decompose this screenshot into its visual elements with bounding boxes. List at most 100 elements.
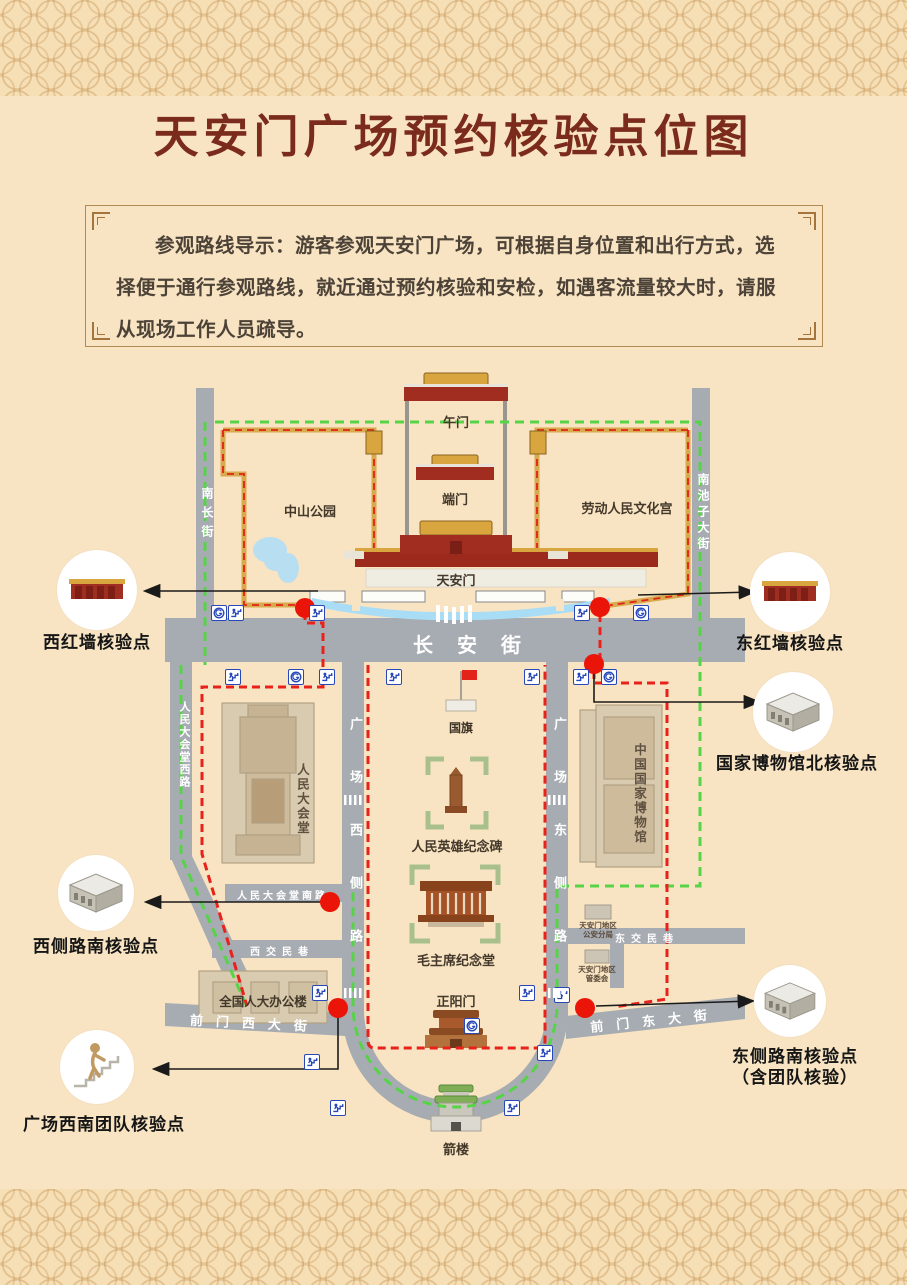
street-label-square-west-rd: 广场西侧路 <box>348 717 363 982</box>
corner-ornament <box>798 212 816 230</box>
checkpoint-label-east-wall: 东红墙核验点 <box>736 634 844 653</box>
underpass-stairs-icon <box>333 1103 344 1113</box>
street-label-great-hall-south-rd: 人民大会堂南路 <box>237 891 328 902</box>
subway-logo-icon <box>464 1018 480 1034</box>
checkpoint-dot <box>320 892 340 912</box>
street-label-great-hall-west-rd: 人民大会堂西路 <box>178 701 190 789</box>
subway-logo-icon <box>288 669 304 685</box>
place-label-zhengyangmen: 正阳门 <box>436 994 476 1009</box>
place-label-zhongshan-park: 中山公园 <box>283 504 337 519</box>
place-label-flag: 国旗 <box>448 721 474 735</box>
checkpoint-icon-team-sw <box>60 1030 134 1104</box>
intro-text: 参观路线导示：游客参观天安门广场，可根据自身位置和出行方式，选择便于通行参观路线… <box>116 235 777 341</box>
intro-box: 参观路线导示：游客参观天安门广场，可根据自身位置和出行方式，选择便于通行参观路线… <box>85 205 823 347</box>
checkpoint-building-icon <box>765 692 821 732</box>
underpass-stairs-icon <box>527 672 538 682</box>
underpass-stairs-icon <box>576 672 587 682</box>
place-label-great-hall: 人民大会堂 <box>295 763 309 836</box>
underpass-stairs-icon <box>312 985 328 1001</box>
corner-ornament <box>92 212 110 230</box>
underpass-stairs-icon <box>524 669 540 685</box>
underpass-stairs-icon <box>519 985 535 1001</box>
corner-ornament <box>92 322 110 340</box>
checkpoint-label-team-sw: 广场西南团队核验点 <box>23 1115 185 1134</box>
corner-ornament <box>798 322 816 340</box>
place-label-admin-committee: 天安门地区 管委会 <box>574 965 620 983</box>
underpass-stairs-icon <box>504 1100 520 1116</box>
cloud-pattern-top <box>0 0 907 96</box>
place-label-npc-office: 全国人大办公楼 <box>219 995 307 1009</box>
admin-committee-building <box>584 949 610 964</box>
checkpoint-label-museum-north: 国家博物馆北核验点 <box>716 754 878 773</box>
street-label-square-east-rd: 广场东侧路 <box>552 717 567 982</box>
crosswalk <box>548 988 566 998</box>
checkpoint-dot <box>328 998 348 1018</box>
subway-logo-icon <box>211 605 227 621</box>
underpass-stairs-icon <box>540 1048 551 1058</box>
subway-logo-icon <box>466 1020 478 1032</box>
underpass-stairs-icon <box>386 669 402 685</box>
jianlou-tower <box>430 1084 482 1132</box>
admin-committee-line2: 管委会 <box>585 974 609 983</box>
team-stairs-icon <box>74 1043 120 1088</box>
red-wall-icon <box>762 581 818 601</box>
admin-committee-line1: 天安门地区 <box>578 965 616 974</box>
heroes-monument <box>425 756 489 830</box>
subway-logo-icon <box>635 607 647 619</box>
checkpoint-label-east-south-2: （含团队核验） <box>732 1068 858 1087</box>
route-green-dashed <box>179 420 702 1109</box>
place-label-duanmen: 端门 <box>441 492 469 507</box>
checkpoint-icon-west-wall <box>57 550 137 630</box>
underpass-stairs-icon <box>231 608 242 618</box>
underpass-stairs-icon <box>312 608 323 618</box>
subway-logo-icon <box>213 607 225 619</box>
underpass-stairs-icon <box>309 605 325 621</box>
place-label-monument: 人民英雄纪念碑 <box>411 839 503 854</box>
tiananmen-gate <box>344 520 658 588</box>
place-label-wumen: 午门 <box>442 415 470 430</box>
park-walls-red-dash <box>222 429 689 607</box>
underpass-stairs-icon <box>228 605 244 621</box>
crosswalk <box>344 988 362 998</box>
place-label-national-museum: 中国国家博物馆 <box>632 743 646 845</box>
street-label-dongjiaominxiang: 东交民巷 <box>615 934 679 945</box>
street-label-nanchizi: 南池子大街 <box>696 473 710 553</box>
place-label-tiananmen: 天安门 <box>436 573 476 588</box>
npc-office-building <box>198 970 328 1024</box>
wumen-gate <box>404 372 508 401</box>
underpass-stairs-icon <box>573 669 589 685</box>
subway-logo-icon <box>633 605 649 621</box>
police-branch-line2: 公安分局 <box>583 930 613 939</box>
street-label-nanchang: 南长街 <box>200 487 214 544</box>
underpass-stairs-icon <box>319 669 335 685</box>
checkpoint-icon-west-south <box>58 855 134 931</box>
east-gate-tower <box>529 430 547 455</box>
checkpoint-dot <box>584 654 604 674</box>
callout-arrows <box>142 583 762 1077</box>
checkpoint-label-west-wall: 西红墙核验点 <box>43 633 151 652</box>
underpass-stairs-icon <box>507 1103 518 1113</box>
subway-logo-icon <box>290 671 302 683</box>
west-gate-tower <box>365 430 383 455</box>
zhengyangmen-gate <box>425 1010 487 1048</box>
underpass-stairs-icon <box>304 1054 320 1070</box>
checkpoint-label-east-south: 东侧路南核验点 <box>732 1047 858 1066</box>
underpass-stairs-icon <box>389 672 400 682</box>
checkpoint-dot <box>575 998 595 1018</box>
map-graphics <box>142 372 762 1132</box>
national-flag <box>445 670 477 712</box>
checkpoint-icon-east-south <box>754 965 826 1037</box>
red-wall-icon <box>69 579 125 599</box>
police-branch-line1: 天安门地区 <box>579 921 617 930</box>
checkpoint-icon-museum-north <box>753 672 833 752</box>
checkpoint-dot <box>590 597 610 617</box>
subway-logo-icon <box>603 671 615 683</box>
national-museum-building <box>579 704 663 868</box>
park-pond <box>253 537 299 583</box>
subway-logo-icon <box>601 669 617 685</box>
page-title: 天安门广场预约核验点位图 <box>153 110 754 163</box>
duanmen-gate <box>416 454 494 480</box>
roads <box>165 388 745 1123</box>
underpass-stairs-icon <box>577 608 588 618</box>
street-label-xijiaominxiang: 西交民巷 <box>250 947 314 958</box>
